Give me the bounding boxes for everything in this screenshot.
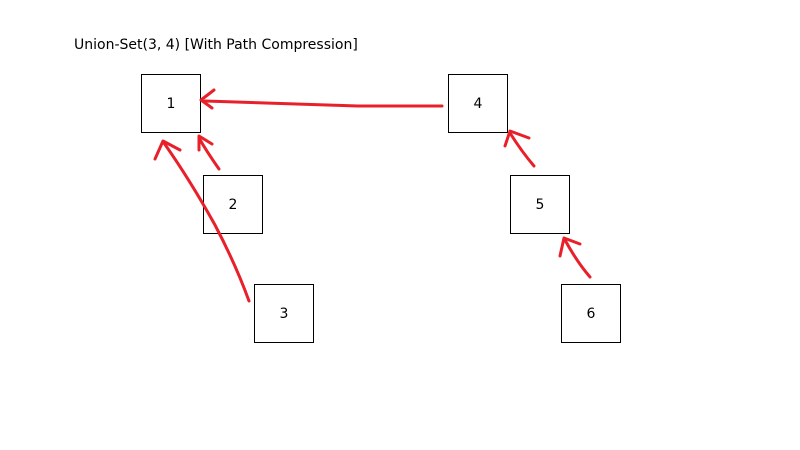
edge-4-to-1 [199,88,444,110]
edge-5-to-4-arrowhead [503,129,531,148]
edge-4-to-1-arrowhead [199,88,216,110]
edge-2-to-1-arrowhead [197,134,214,152]
node-4: 4 [448,74,508,133]
edge-3-to-1 [153,139,251,303]
edge-3-to-1-arrowhead [153,139,182,161]
edge-2-to-1 [197,134,221,171]
edge-5-to-4-line [508,131,536,168]
node-3: 3 [254,284,314,343]
edge-6-to-5-line [563,238,592,279]
edge-5-to-4 [503,129,536,168]
node-6: 6 [561,284,621,343]
edge-4-to-1-line [203,99,444,108]
edge-6-to-5 [558,236,592,279]
diagram-title: Union-Set(3, 4) [With Path Compression] [74,37,358,53]
edge-6-to-5-arrowhead [558,236,582,258]
node-5: 5 [510,175,570,234]
node-1: 1 [141,74,201,133]
edge-3-to-1-line [162,141,251,303]
node-2: 2 [203,175,263,234]
